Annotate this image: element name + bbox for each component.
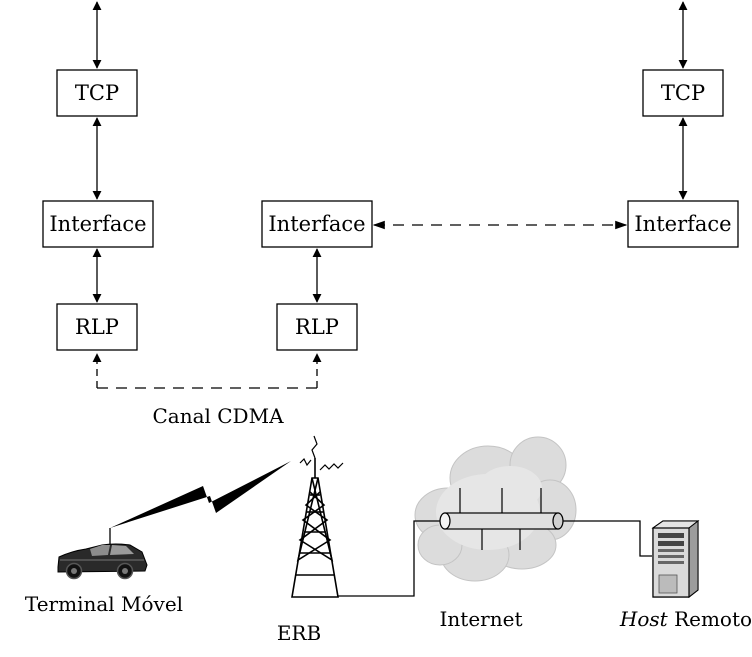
antenna-tower-icon	[291, 435, 344, 598]
left-interface-box: Interface	[42, 200, 154, 248]
host-label-italic: Host	[619, 607, 669, 631]
left-tcp-box: TCP	[56, 69, 138, 117]
left-rlp-label: RLP	[75, 315, 119, 339]
middle-protocol-stack: Interface RLP	[261, 200, 373, 351]
middle-rlp-box: RLP	[276, 303, 358, 351]
internet-label: Internet	[440, 607, 523, 631]
middle-rlp-label: RLP	[295, 315, 339, 339]
left-tcp-label: TCP	[75, 81, 119, 105]
car-icon	[57, 543, 148, 580]
terminal-label: Terminal Móvel	[25, 592, 183, 616]
erb-internet-link	[338, 520, 440, 597]
host-label-rest: Remoto	[668, 607, 752, 631]
right-tcp-box: TCP	[642, 69, 724, 117]
host-label: Host Remoto	[619, 607, 752, 631]
lightning-link-icon	[109, 461, 291, 545]
left-rlp-box: RLP	[56, 303, 138, 351]
server-icon	[651, 519, 700, 599]
erb-label: ERB	[277, 621, 321, 645]
left-interface-label: Interface	[49, 212, 146, 236]
middle-interface-box: Interface	[261, 200, 373, 248]
cloud-icon	[414, 436, 577, 582]
channel-label: Canal CDMA	[152, 404, 284, 428]
cdma-channel: Canal CDMA	[92, 353, 322, 428]
left-protocol-stack: TCP Interface RLP	[42, 1, 154, 351]
middle-interface-label: Interface	[268, 212, 365, 236]
internet-host-link	[563, 520, 652, 557]
right-interface-label: Interface	[634, 212, 731, 236]
right-tcp-label: TCP	[661, 81, 705, 105]
right-protocol-stack: TCP Interface	[627, 1, 739, 248]
right-interface-box: Interface	[627, 200, 739, 248]
